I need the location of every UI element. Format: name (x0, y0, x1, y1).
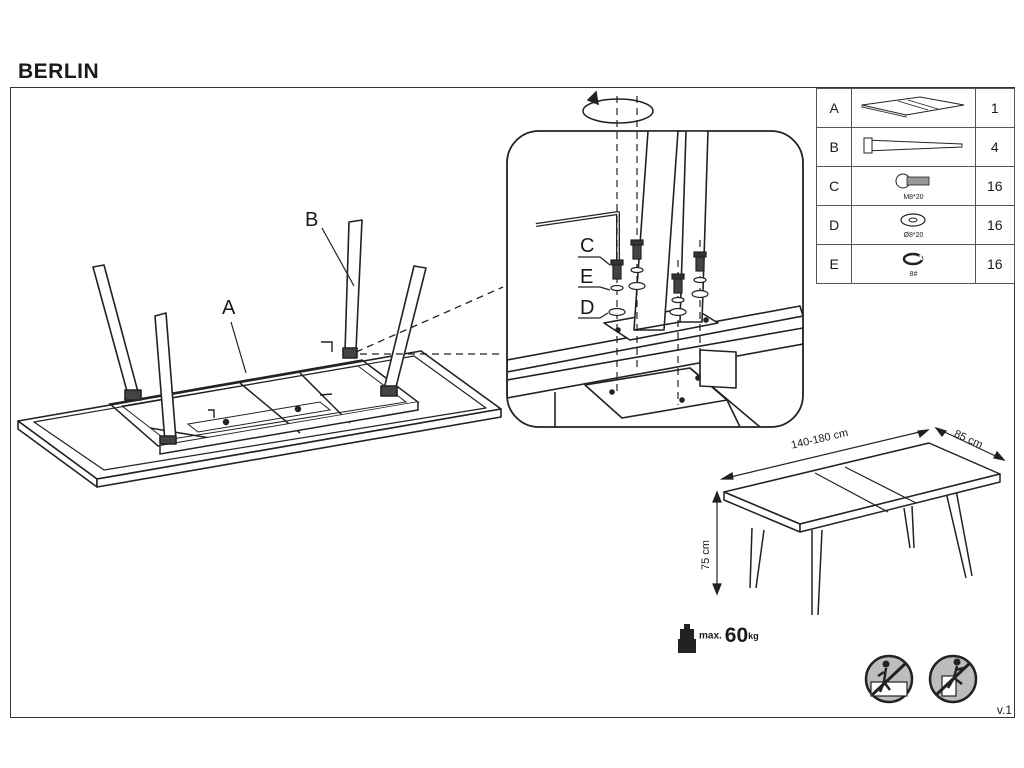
part-qty: 1 (974, 88, 1016, 128)
part-qty: 16 (974, 166, 1016, 206)
callout-e: E (580, 266, 594, 288)
callout-c: C (580, 235, 595, 257)
part-letter: B (815, 127, 853, 167)
rotate-arrow-icon (582, 90, 654, 124)
part-row-c: C M8*20 16 (815, 166, 1016, 206)
bolt-icon (895, 173, 930, 188)
part-letter: C (815, 166, 853, 206)
spring-washer-icon (903, 252, 924, 265)
parts-table: A 1 B 4 C M8*20 16 (815, 88, 1016, 284)
table-legs (92, 219, 427, 445)
part-letter: D (815, 205, 853, 245)
no-climbing-icon (928, 654, 978, 704)
dimension-height: 75 cm (700, 540, 712, 570)
washer-icon (900, 212, 927, 227)
part-spec: 8# (909, 270, 918, 278)
table-frame (108, 341, 420, 455)
part-qty: 16 (974, 244, 1016, 284)
part-row-a: A 1 (815, 88, 1016, 128)
callout-d: D (580, 297, 595, 319)
part-qty: 4 (974, 127, 1016, 167)
weight-value: 60 (724, 624, 749, 647)
part-qty: 16 (974, 205, 1016, 245)
callout-a: A (222, 297, 236, 319)
leg-icon (863, 137, 963, 153)
detail-view (507, 131, 803, 427)
part-letter: E (815, 244, 853, 284)
no-standing-icon (864, 654, 914, 704)
table-top-underside (17, 350, 502, 488)
max-weight: max.60kg (699, 624, 759, 648)
product-title: BERLIN (18, 60, 100, 83)
weight-prefix: max. (699, 630, 722, 642)
part-spec: Ø8*20 (903, 231, 924, 239)
version-label: v.1 (996, 703, 1012, 717)
part-spec: M8*20 (903, 193, 924, 201)
part-row-d: D Ø8*20 16 (815, 205, 1016, 245)
part-letter: A (815, 88, 853, 128)
weight-unit: kg (748, 631, 759, 641)
drawing-frame (10, 87, 1015, 718)
table-top-icon (862, 95, 965, 118)
assembled-table (723, 442, 1001, 616)
part-row-b: B 4 (815, 127, 1016, 167)
dimension-lines (712, 426, 1006, 596)
part-row-e: E 8# 16 (815, 244, 1016, 284)
bolt-stacks (608, 239, 709, 317)
weight-icon (678, 624, 696, 653)
callout-b: B (305, 209, 319, 231)
